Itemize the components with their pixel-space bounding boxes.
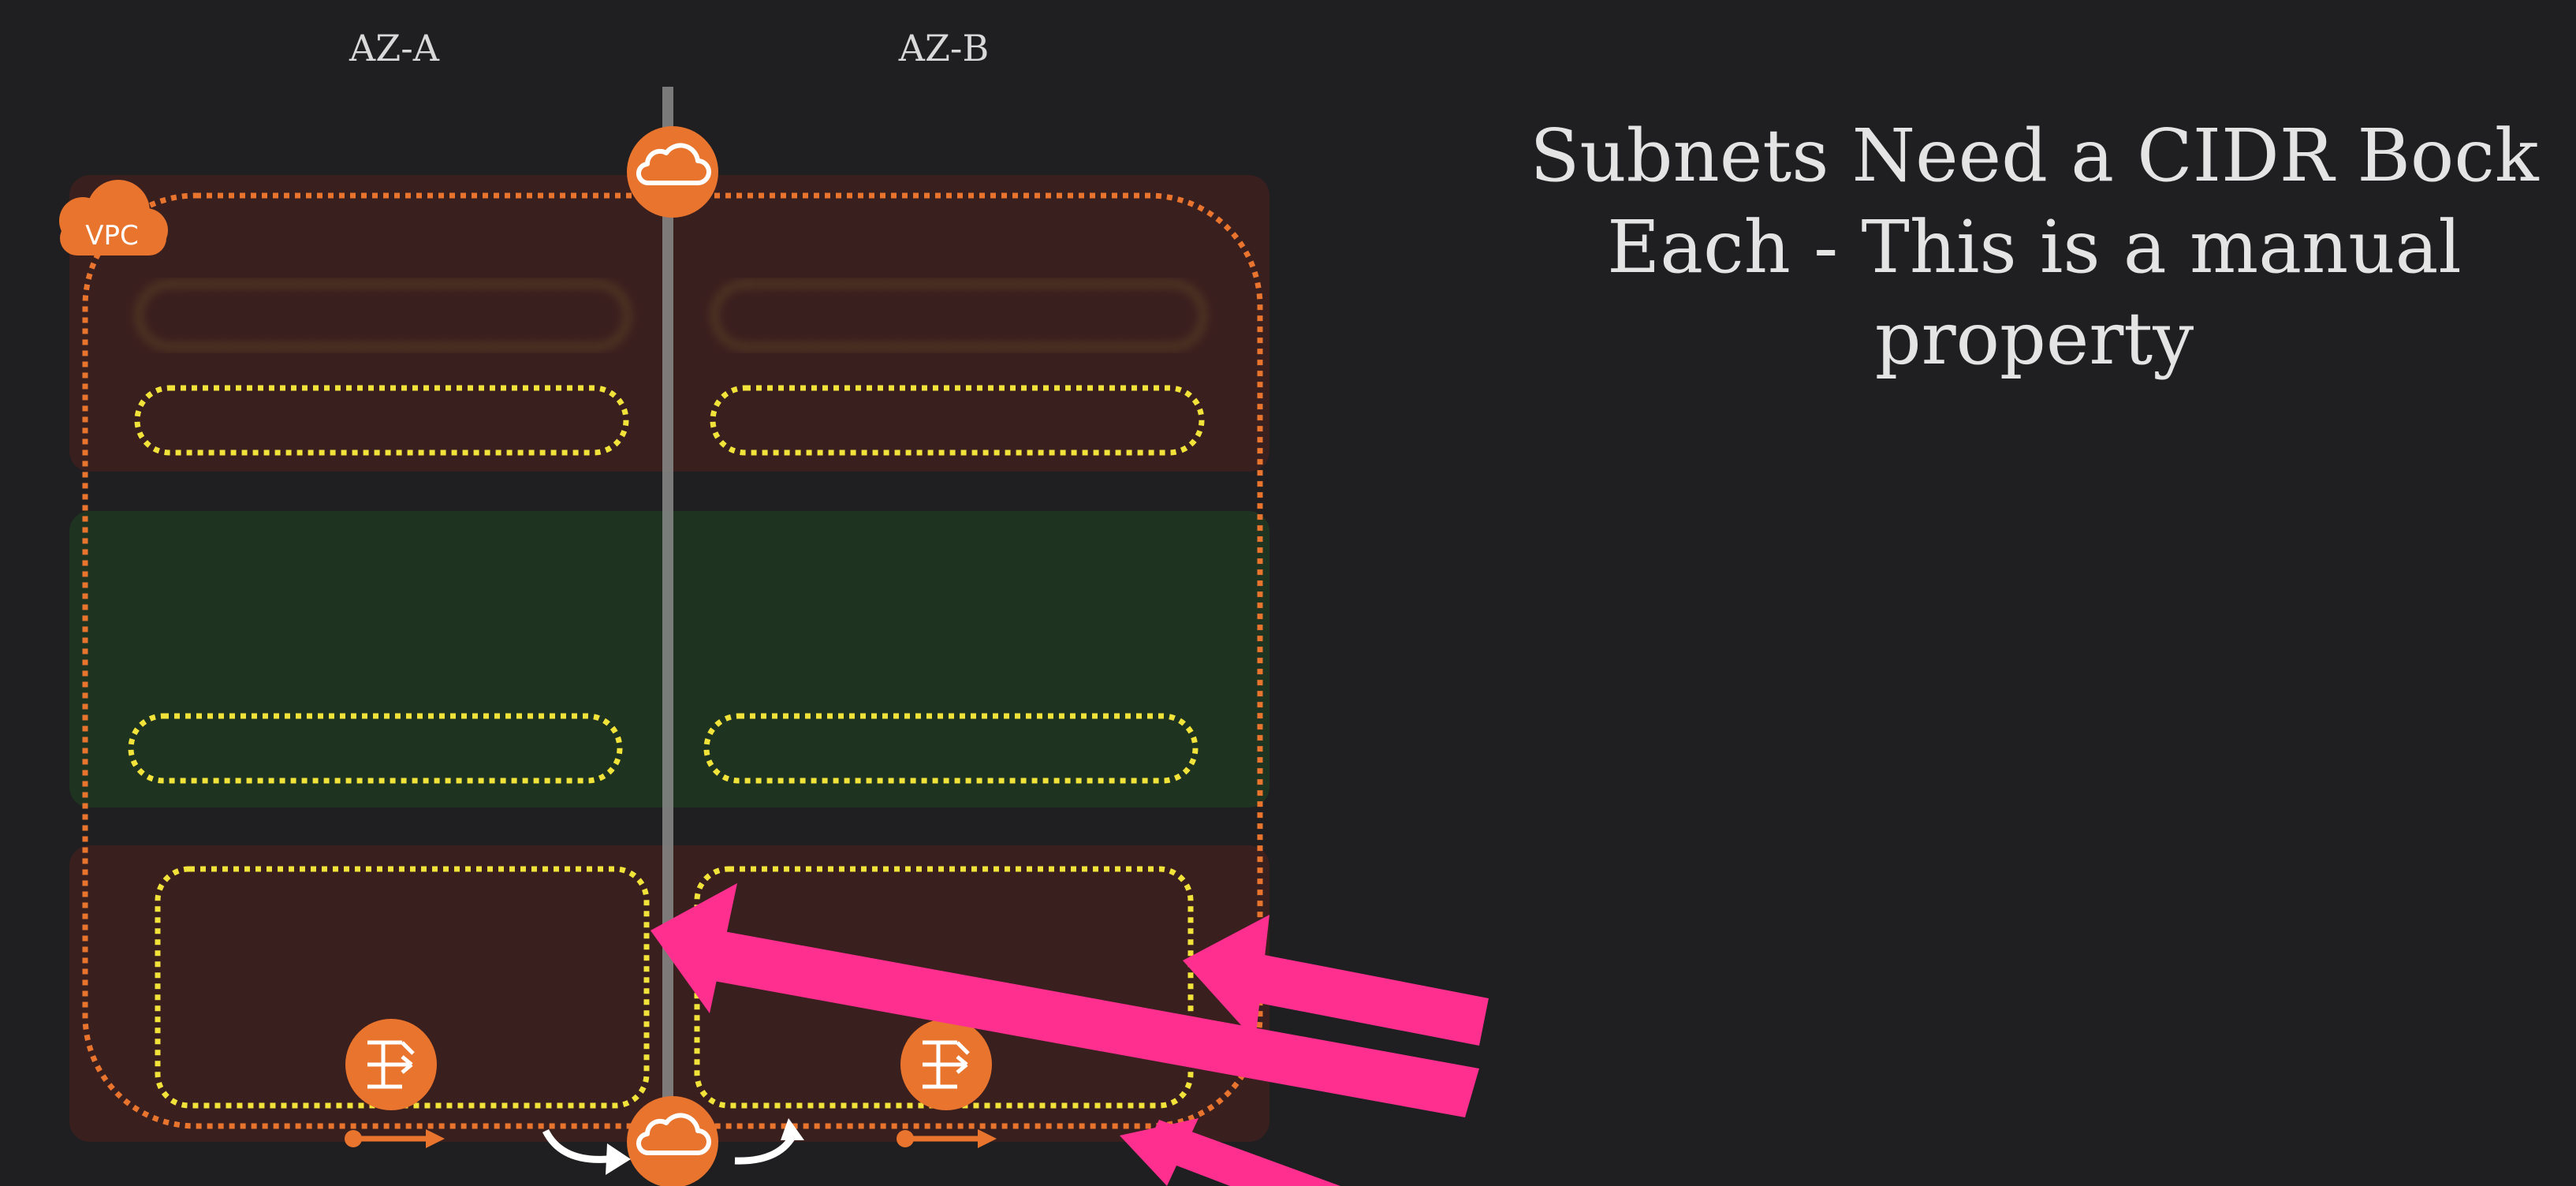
arrowhead-left [606,1143,631,1175]
subnet-middle-b [703,713,1199,784]
subnet-middle-a [128,713,623,784]
arrowhead-right [781,1118,804,1140]
title-line-3: property [1874,296,2194,381]
subnet-bottom-a [155,866,650,1109]
az-a-label: AZ-A [349,27,439,69]
subnet-top-b [710,385,1205,456]
highlight-arrow-a [651,883,1479,1117]
nat-gateway-icon [345,1019,437,1110]
subnet-top-a [134,385,629,456]
curved-arrow-left [542,1128,608,1163]
nat-gateway-icon [900,1019,992,1110]
faded-subnet-b [711,281,1206,350]
title-line-1: Subnets Need a CIDR Bock [1530,114,2539,198]
title-line-2: Each - This is a manual [1607,205,2462,289]
vpc-cloud-icon [59,180,168,255]
route-arrow-a [345,1129,445,1148]
highlight-arrow-c [1120,1118,1340,1186]
vpc-badge-label: VPC [85,220,139,252]
slide-title: Subnets Need a CIDR Bock Each - This is … [1522,110,2547,385]
cloud-gateway-icon [627,1096,718,1186]
cloud-gateway-icon [627,126,718,218]
highlight-arrow-b [1183,915,1489,1046]
faded-subnet-a [136,281,631,350]
az-b-label: AZ-B [898,27,990,69]
route-arrow-b [897,1129,997,1148]
